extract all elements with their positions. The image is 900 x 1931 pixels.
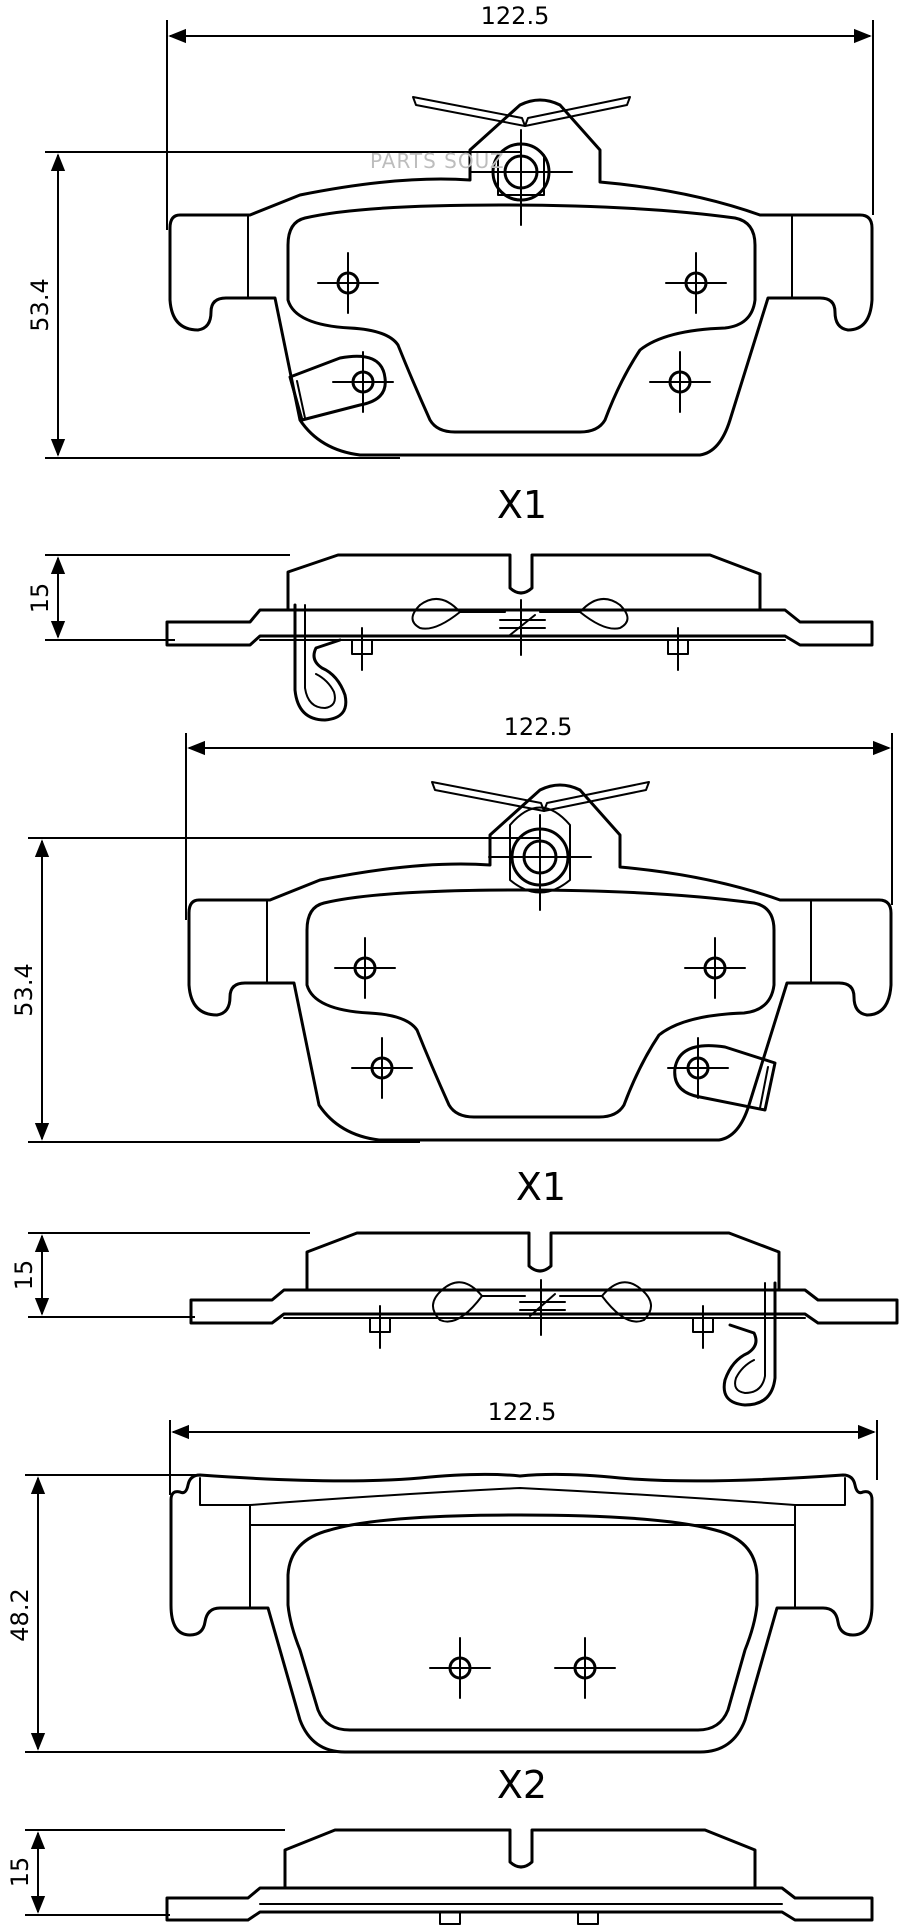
side-clip: [432, 1279, 652, 1336]
width-value: 122.5: [481, 2, 550, 30]
mounting-holes: [429, 1637, 616, 1699]
backing-plate-profile: [165, 608, 874, 647]
hole-2: [554, 1637, 616, 1699]
hole-1: [429, 1637, 491, 1699]
thickness-value: 15: [6, 1857, 34, 1888]
retaining-clip: [412, 96, 631, 226]
backing-plate-profile: [189, 1288, 899, 1325]
mounting-holes: [317, 252, 727, 413]
friction-material-outline: [286, 1513, 759, 1732]
pad-x2-front-view: 122.5 48.2 X2: [6, 1398, 878, 1807]
pad-x1-side-view-2: 15: [10, 1231, 899, 1407]
hole-3: [351, 1037, 413, 1099]
pad-x1-front-view-2: 122.5 53.4 X1: [10, 713, 893, 1209]
studs: [369, 1305, 714, 1349]
thickness-dimension: 15: [6, 1829, 285, 1916]
hole-3: [649, 351, 711, 413]
friction-block-profile: [286, 553, 762, 612]
width-dimension: 122.5: [185, 713, 893, 920]
thickness-value: 15: [10, 1260, 38, 1291]
wear-indicator-bracket: [673, 1044, 777, 1112]
thickness-dimension: 15: [10, 1232, 310, 1318]
wear-indicator-spring: [293, 603, 348, 722]
backing-plate-outline: [169, 1472, 874, 1754]
friction-material-outline: [286, 203, 757, 434]
wear-indicator-spring: [722, 1281, 777, 1407]
view-label: X1: [497, 483, 547, 527]
friction-block-profile: [283, 1828, 757, 1890]
view-label: X2: [497, 1763, 547, 1807]
height-dimension: 53.4: [10, 837, 540, 1143]
wear-indicator-bracket: [288, 354, 387, 422]
watermark-text: PARTS SOUZ: [370, 149, 505, 173]
height-value: 48.2: [6, 1588, 34, 1641]
width-value: 122.5: [504, 713, 573, 741]
thickness-value: 15: [26, 583, 54, 614]
backing-plate-outline: [187, 783, 893, 1142]
hole-1: [317, 252, 379, 314]
pad-x1-side-view-1: 15: [26, 553, 874, 722]
friction-block-profile: [305, 1231, 781, 1292]
width-dimension: 122.5: [166, 2, 874, 230]
retaining-clip: [431, 781, 650, 911]
hole-1: [334, 937, 396, 999]
backing-plate-profile: [165, 1886, 874, 1922]
width-value: 122.5: [488, 1398, 557, 1426]
hole-2: [665, 252, 727, 314]
height-value: 53.4: [26, 278, 54, 331]
hole-2: [684, 937, 746, 999]
hole-4: [332, 351, 394, 413]
mounting-holes: [334, 937, 746, 1099]
height-dimension: 48.2: [6, 1474, 370, 1753]
width-dimension: 122.5: [169, 1398, 878, 1495]
friction-material-outline: [305, 888, 776, 1119]
height-value: 53.4: [10, 963, 38, 1016]
studs: [439, 1911, 599, 1925]
thickness-dimension: 15: [26, 554, 290, 641]
pad-x2-side-view: 15: [6, 1828, 874, 1925]
side-clip: [411, 597, 629, 656]
height-dimension: 53.4: [26, 151, 520, 459]
backing-plate-outline: [168, 98, 874, 457]
pad-x1-front-view-1: 122.5 53.4: [26, 2, 874, 527]
studs: [351, 627, 689, 671]
view-label: X1: [516, 1165, 566, 1209]
